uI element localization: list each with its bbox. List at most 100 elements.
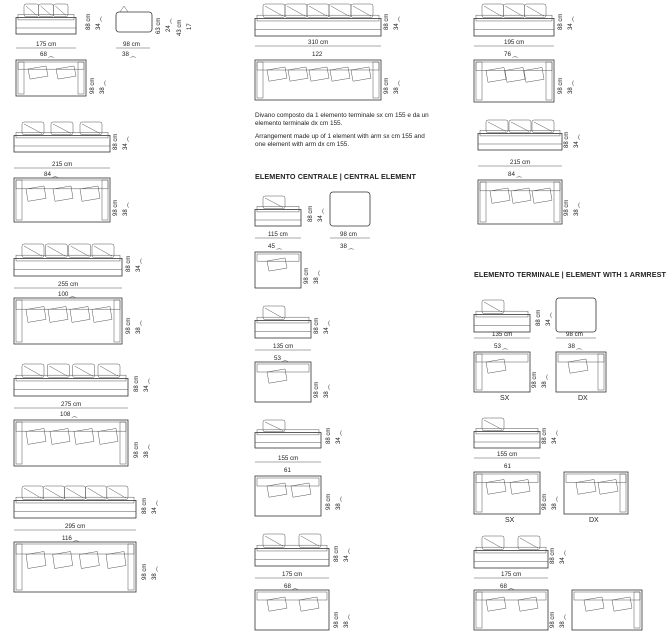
pillow (72, 363, 95, 378)
central-135-front (254, 305, 312, 339)
plan-arm-left (15, 543, 23, 591)
pillow (531, 119, 555, 133)
depth-24: 24 ⁔ (166, 18, 172, 32)
dimension-label: 38 ⁔ (123, 202, 129, 216)
dimension-label: 88 cm (334, 546, 340, 562)
sofa-215-front (13, 121, 111, 153)
central-side-view (329, 191, 371, 227)
sofa-base (254, 209, 302, 227)
pillow (508, 119, 532, 133)
plan-arm-right (545, 61, 553, 101)
plan-outline (13, 297, 123, 345)
plan-pillow (485, 596, 507, 612)
dimension-label: 34 ⁔ (152, 500, 158, 514)
dimension-label: 38 ⁔ (136, 320, 142, 334)
dimension-label: 155 cm (497, 451, 517, 458)
terminal-element-header: ELEMENTO TERMINALE | ELEMENT WITH 1 ARMR… (474, 270, 666, 279)
dimension-label: 34 ⁔ (568, 16, 574, 30)
sofa-base (473, 550, 549, 569)
plan-outline (473, 589, 549, 631)
depth-38: 38 ⁔ (100, 80, 106, 94)
dimension-label: 98 cm (532, 372, 538, 388)
central-115-plan (254, 251, 302, 289)
plan-arm-left (15, 421, 23, 465)
pillow (298, 533, 322, 548)
pillow-crease (23, 245, 43, 257)
height-88: 88 cm (86, 14, 92, 30)
plan-pillow (25, 428, 47, 445)
plan-arm-left (256, 61, 264, 99)
plan-pillow (287, 66, 309, 82)
plan-outline (13, 177, 111, 223)
pillow (481, 417, 505, 431)
plan-arm-left (15, 179, 23, 221)
dimension-label: 98 cm (142, 564, 148, 580)
central-175-front (254, 533, 330, 567)
dimension-label: 155 cm (278, 455, 298, 462)
pillow-crease (23, 365, 43, 377)
dimension-label: 34 ⁔ (144, 378, 150, 392)
sofa-195-plan (473, 59, 555, 103)
pillow-crease (264, 421, 284, 431)
pillow-crease (483, 301, 503, 313)
dimension-label: 34 ⁔ (574, 134, 580, 148)
pillow-crease (519, 537, 539, 549)
sofa-base (254, 17, 382, 37)
sofa-310-front (254, 3, 382, 37)
dimension-label: 215 cm (510, 159, 530, 166)
pillow-crease (52, 123, 72, 134)
pillow (262, 305, 286, 320)
pillow-crease (74, 365, 93, 377)
dimension-label: 98 cm (113, 200, 119, 216)
plan-outline (254, 589, 330, 631)
sofa-base (13, 377, 129, 397)
dimension-label: 38 ⁔ (336, 496, 342, 510)
plan-pillow (55, 65, 77, 80)
pillow-crease (23, 123, 43, 134)
plan-arm-right (372, 61, 380, 99)
plan-arm-left (475, 591, 483, 629)
plan-outline (254, 475, 322, 517)
plan-pillow (91, 306, 113, 323)
dimension-label: 98 cm (542, 494, 548, 510)
sofa-310-plan (254, 59, 382, 101)
seat (256, 316, 310, 324)
plan-arm-right (553, 181, 561, 223)
pillow-crease (487, 121, 507, 132)
plan-arm-right (597, 353, 605, 391)
sofa-175-front (15, 3, 77, 35)
dimension-label: 88 cm (542, 428, 548, 444)
plan-back (256, 253, 300, 262)
plan-arm-right (101, 179, 109, 221)
dimension-label: 98 cm (566, 331, 583, 338)
dimension-label: 98 cm (126, 318, 132, 334)
dimension-label: 34 ⁔ (123, 136, 129, 150)
plan-outline (13, 419, 129, 467)
plan-arm-right (113, 299, 121, 343)
dimension-label: 88 cm (326, 428, 332, 444)
pillow-crease (23, 487, 42, 499)
dimension-label: 38 ⁔ (144, 444, 150, 458)
plan-pillow (266, 482, 288, 498)
dimension-label: 98 cm (564, 200, 570, 216)
seat-68: 68 ⁔ (284, 583, 299, 590)
dimension-label: 88 cm (113, 134, 119, 150)
dimension-label: 88 cm (134, 376, 140, 392)
sofa-base (254, 548, 330, 567)
dimension-label: 98 cm (558, 78, 564, 94)
plan-pillow (105, 551, 127, 569)
pillow-crease (264, 197, 284, 208)
sofa-255-front (13, 243, 123, 277)
seat (15, 496, 135, 504)
plan-outline (15, 59, 87, 97)
seat-53: 53 ⁔ (274, 355, 289, 362)
seat (17, 14, 75, 21)
dimension-label: 135 cm (492, 331, 512, 338)
pillow-crease (81, 123, 101, 134)
plan-arm-right (633, 591, 641, 629)
central-115-front (254, 195, 302, 227)
dimension-label: 215 cm (52, 161, 72, 168)
pillow-crease (483, 419, 503, 430)
dimension-label: 38 ⁔ (542, 374, 548, 388)
